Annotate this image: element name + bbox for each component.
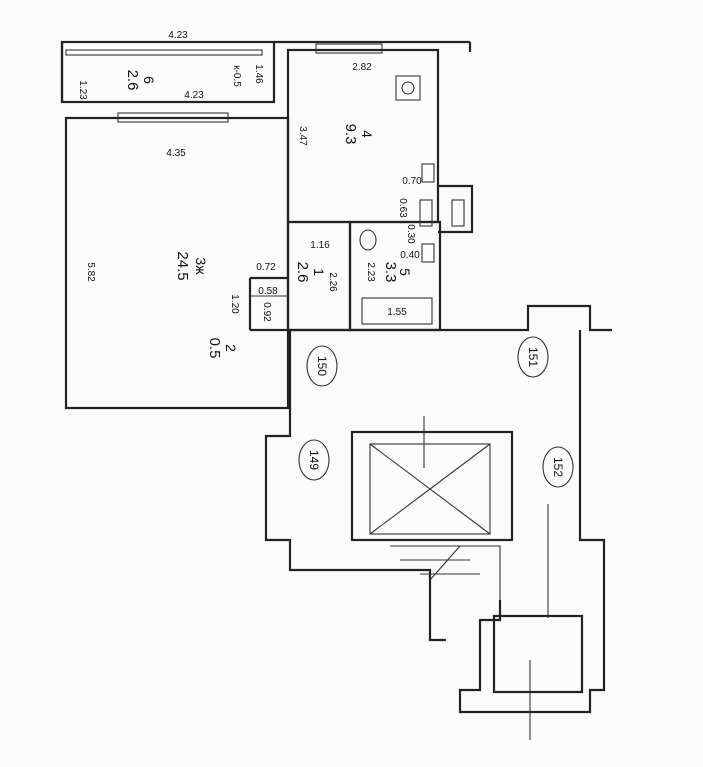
fixtures bbox=[359, 75, 465, 325]
dim-hall-depth: 2.26 bbox=[327, 272, 338, 292]
dim-living-width: 4.35 bbox=[166, 148, 186, 159]
dim-closet-h: 1.20 bbox=[229, 294, 240, 314]
dim-bath-d2: 0.40 bbox=[400, 250, 420, 261]
bath-number: 5 bbox=[397, 268, 413, 276]
dim-bathtub: 1.55 bbox=[387, 307, 407, 318]
dim-bath-d1: 0.30 bbox=[405, 224, 416, 244]
dim-kitchen-width: 2.82 bbox=[352, 62, 372, 73]
flat-149-label: 149 bbox=[307, 450, 321, 470]
bathtub-icon bbox=[361, 297, 433, 325]
toilet-icon bbox=[359, 229, 377, 251]
dim-kitchen-depth: 3.47 bbox=[297, 126, 308, 146]
flat-150-label: 150 bbox=[315, 356, 329, 376]
living-area: 24.5 bbox=[174, 251, 191, 280]
closet-area: 0.5 bbox=[206, 338, 223, 359]
closet-number: 2 bbox=[223, 344, 239, 352]
loggia-number: 6 bbox=[141, 76, 157, 84]
dim-hall-width: 1.16 bbox=[310, 240, 330, 251]
windows bbox=[65, 43, 383, 123]
building-core bbox=[264, 304, 612, 740]
apartment-walls bbox=[60, 40, 474, 410]
dim-loggia-inner: 4.23 bbox=[184, 90, 204, 101]
hall-area: 2.6 bbox=[294, 262, 311, 283]
living-number: 3ж bbox=[193, 257, 209, 275]
dim-loggia-depth: 1.46 bbox=[253, 64, 264, 84]
dim-living-depth: 5.82 bbox=[85, 262, 96, 282]
flat-numbers: 150 151 149 152 bbox=[307, 347, 565, 477]
loggia-note: к-0.5 bbox=[231, 65, 242, 87]
loggia-area: 2.6 bbox=[124, 70, 141, 91]
sink-icon bbox=[421, 163, 435, 183]
kitchen-area: 9.3 bbox=[342, 124, 359, 145]
stove-icon bbox=[395, 75, 421, 101]
flat-151-label: 151 bbox=[526, 347, 540, 367]
flat-152-circle bbox=[542, 446, 574, 488]
dim-closet-d: 0.92 bbox=[261, 302, 272, 322]
flat-149-circle bbox=[298, 439, 330, 481]
dim-hall-d: 0.72 bbox=[256, 262, 276, 273]
dim-loggia-left: 1.23 bbox=[77, 80, 88, 100]
room-labels: 6 2.6 к-0.5 4 9.3 3ж 24.5 1 2.6 5 3.3 2 … bbox=[124, 65, 413, 358]
bath-area: 3.3 bbox=[382, 262, 399, 283]
hall-number: 1 bbox=[311, 268, 327, 276]
dim-closet-w: 0.58 bbox=[258, 286, 278, 297]
dim-top-outer: 4.23 bbox=[168, 30, 188, 41]
flat-150-circle bbox=[306, 345, 338, 387]
dim-kitchen-v2: 0.63 bbox=[397, 198, 408, 218]
dim-bath-depth: 2.23 bbox=[365, 262, 376, 282]
flat-151-circle bbox=[517, 336, 549, 378]
kitchen-number: 4 bbox=[359, 130, 375, 138]
flat-152-label: 152 bbox=[551, 457, 565, 477]
dimension-labels: 4.23 1.46 1.23 4.23 2.82 3.47 0.70 0.63 … bbox=[77, 30, 422, 322]
flat-markers bbox=[298, 336, 574, 488]
dim-kitchen-v1: 0.70 bbox=[402, 176, 422, 187]
